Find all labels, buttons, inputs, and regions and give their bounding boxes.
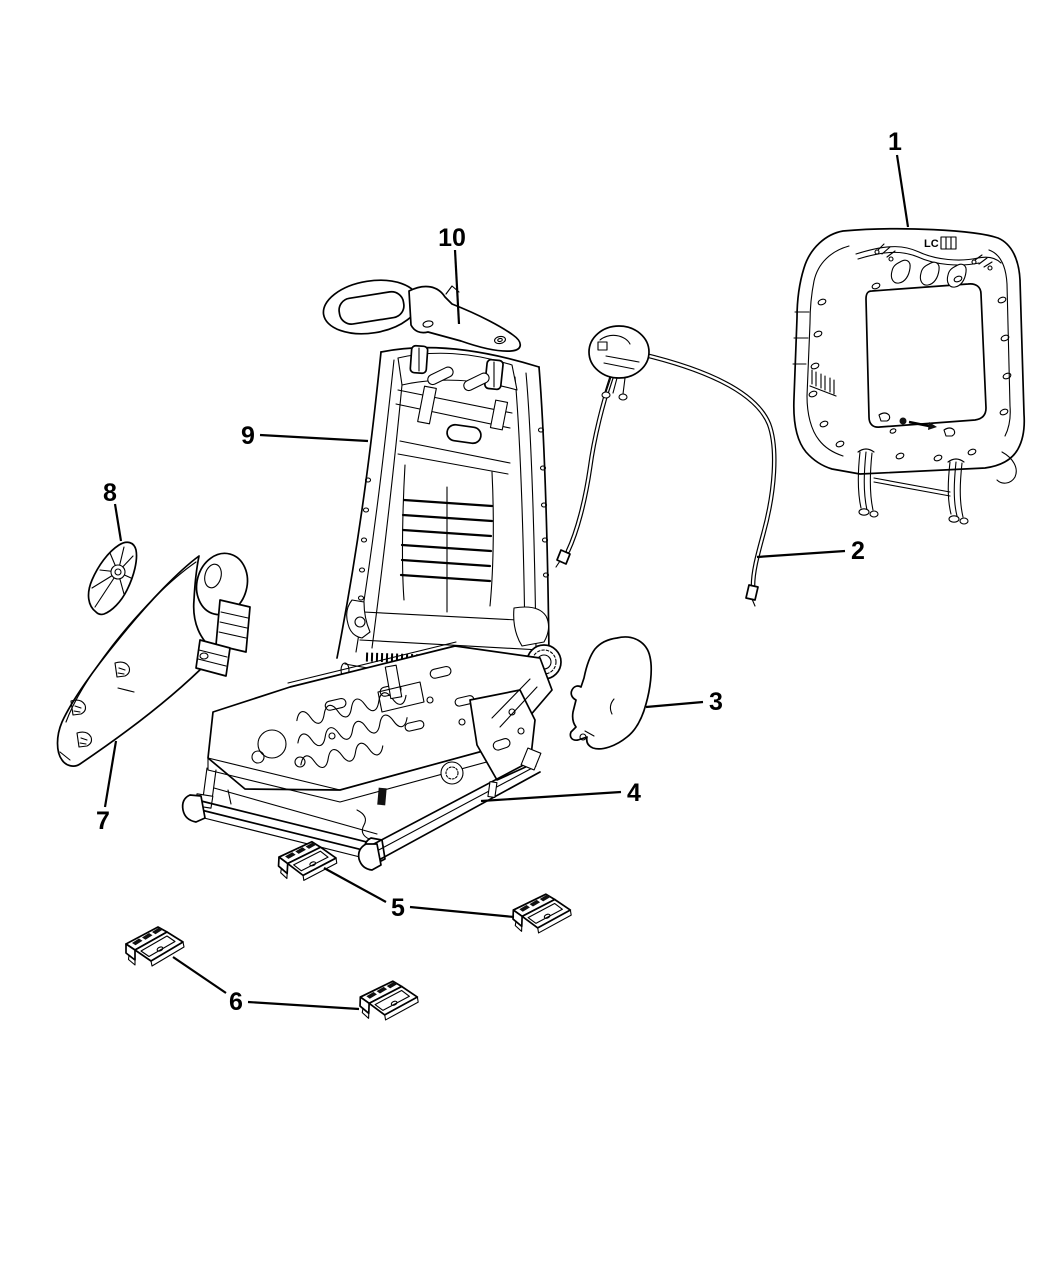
release-cable-assembly <box>555 325 777 607</box>
cable-end-fitting <box>745 584 759 601</box>
callout-number-7: 7 <box>96 807 110 835</box>
callout-number-3: 3 <box>709 688 723 716</box>
seat-springs <box>296 692 408 768</box>
leader-line-7 <box>103 740 118 808</box>
seat-back-panel: LC <box>792 227 1026 525</box>
callout-number-8: 8 <box>103 479 117 507</box>
inner-shield-cover <box>569 636 653 750</box>
seat-adjuster-track-assembly <box>181 641 553 871</box>
callout-number-9: 9 <box>241 422 255 450</box>
callout-number-1: 1 <box>888 128 902 156</box>
leader-line-6 <box>247 1000 360 1011</box>
track-end-caps-5 <box>277 839 573 935</box>
panel-marking: LC <box>924 238 939 250</box>
leader-line-8 <box>113 503 123 542</box>
callout-number-5: 5 <box>391 894 405 922</box>
leader-line-9 <box>259 433 369 443</box>
track-end-caps-6 <box>125 926 420 1022</box>
panel-stamp-icon <box>940 236 957 250</box>
cable-end-fitting <box>556 549 571 565</box>
leader-line-5 <box>409 905 515 919</box>
callout-number-6: 6 <box>229 988 243 1016</box>
leader-line-4 <box>480 790 622 803</box>
callout-number-2: 2 <box>851 537 865 565</box>
headrest-strap <box>322 279 522 352</box>
leader-line-3 <box>645 700 704 709</box>
leader-line-10 <box>453 249 461 325</box>
fastener-icon <box>878 412 956 437</box>
callout-number-4: 4 <box>627 779 641 807</box>
leader-line-1 <box>895 154 910 228</box>
callout-layer: 1 2 3 4 5 6 7 8 9 10 <box>96 128 910 1016</box>
recliner-handle-cover <box>87 541 138 616</box>
leader-line-5 <box>323 867 387 903</box>
seat-side-shield <box>56 552 251 767</box>
recliner-plate <box>513 606 550 647</box>
leader-line-6 <box>172 956 227 994</box>
callout-number-10: 10 <box>438 224 466 252</box>
leader-line-2 <box>756 549 846 559</box>
